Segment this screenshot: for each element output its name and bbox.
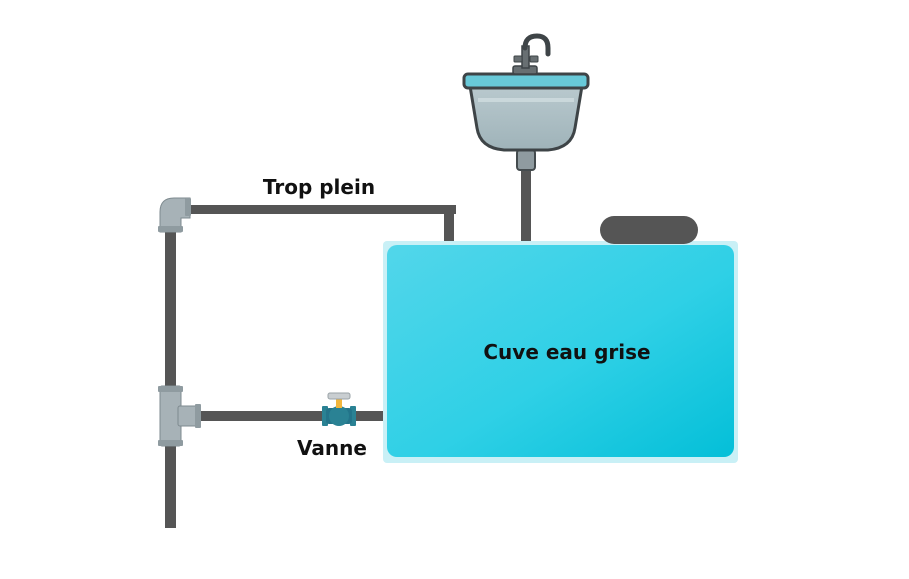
overflow-pipe [165,205,456,528]
greywater-tank [383,241,738,463]
tee-fitting-icon [158,385,201,447]
tank-label: Cuve eau grise [483,340,650,364]
sink-drain-pipe [521,168,531,246]
overflow-label: Trop plein [263,175,375,199]
valve-icon [322,392,356,426]
tank-lid-icon [600,216,698,244]
valve-pipe [176,411,386,421]
elbow-fitting-icon [158,197,191,233]
faucet-icon [512,33,551,75]
valve-label: Vanne [297,436,367,460]
sink-icon [462,72,590,171]
